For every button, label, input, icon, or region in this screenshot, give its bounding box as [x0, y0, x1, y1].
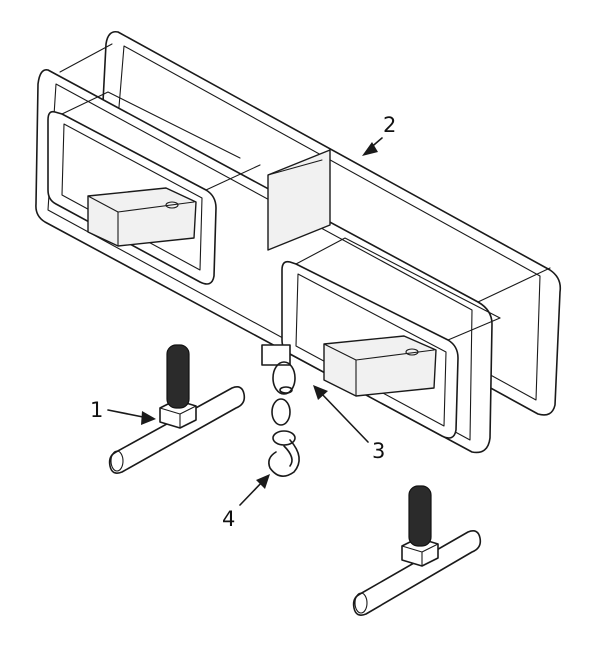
callout-3: 3 [372, 439, 385, 463]
t-bolt-clamp-right [352, 485, 482, 616]
callout-4: 4 [222, 507, 235, 531]
left-fork-pocket [47, 91, 261, 285]
callout-arrows [107, 137, 383, 506]
callout-1: 1 [90, 398, 103, 422]
shackle-chain [261, 344, 296, 426]
t-bolt-clamp-left [108, 344, 246, 474]
swivel-hook [268, 430, 300, 477]
callout-2: 2 [383, 113, 396, 137]
right-fork-pocket [281, 237, 501, 439]
